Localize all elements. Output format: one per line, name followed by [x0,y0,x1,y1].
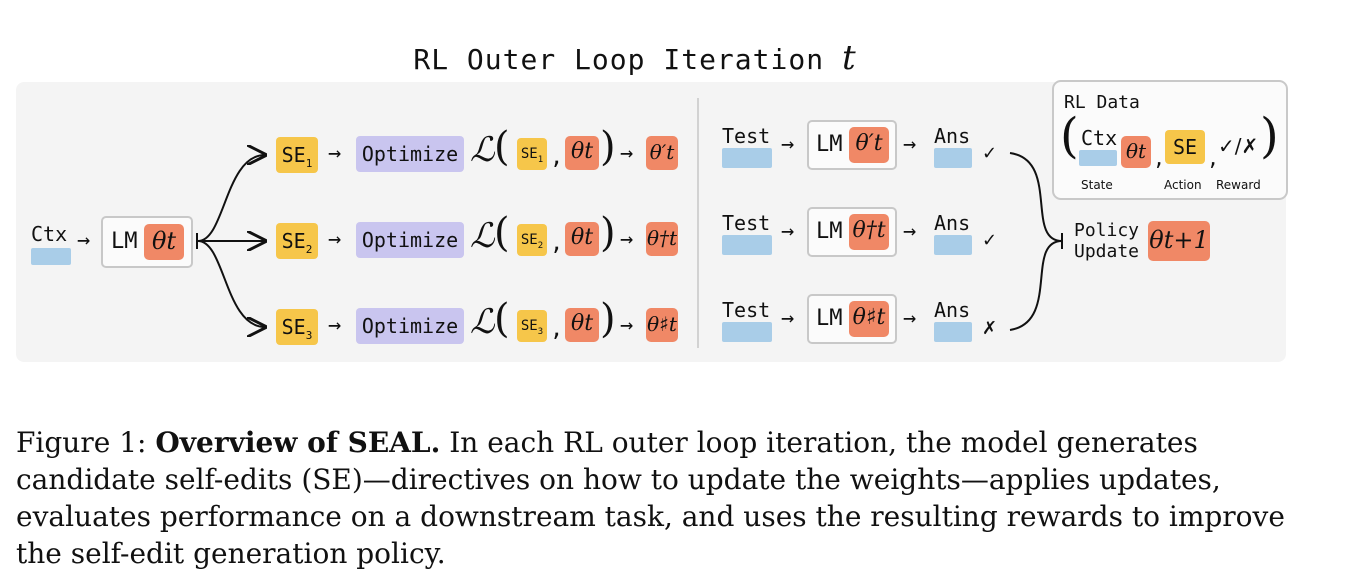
arrow: → [620,141,634,166]
rl-ctx-block [1079,150,1117,166]
loss-symbol: ℒ [470,130,495,170]
lm-box: LM θt [101,216,193,268]
paren-close: ) [1260,108,1279,164]
test-1-block [722,148,772,168]
lm-label: LM [111,229,138,254]
theta-sharp-block: θ♯t [849,301,889,337]
section-divider [697,98,699,348]
se-1-block: SE1 [276,137,318,173]
ans-1-block [934,148,972,168]
loss-symbol: ℒ [470,216,495,256]
arrow: → [903,219,917,244]
lm-3-box: LM θ♯t [807,294,897,344]
se-3-block: SE3 [276,309,318,345]
check-icon: ✓ [982,230,998,251]
arrow-ctx-lm: → [77,228,91,253]
lm-label: LM [816,219,843,244]
paren-close: ) [600,210,616,256]
optimize-1-block: Optimize [356,136,464,172]
se-2-block: SE2 [276,223,318,259]
rl-theta-block: θt [1121,136,1151,168]
theta-prime-block: θ′t [849,127,889,163]
comma: , [1153,146,1166,170]
test-3-label: Test [722,298,771,322]
se-2-small: SE2 [517,224,547,256]
paren-open: ( [494,210,510,256]
check-icon: ✓ [982,143,998,164]
paren-open: ( [494,124,510,170]
comma: , [550,231,564,256]
test-2-label: Test [722,211,771,235]
arrow: → [328,141,342,166]
rl-data-title: RL Data [1064,92,1140,113]
lm-label: LM [816,132,843,157]
ans-2-block [934,235,972,255]
title-variable: t [841,38,857,78]
loss-symbol: ℒ [470,302,495,342]
theta-t-2: θt [565,222,599,256]
caption-text: In each RL outer loop iteration, the mod… [16,426,1285,570]
rl-ctx-label: Ctx [1081,126,1118,150]
ans-1-label: Ans [934,124,971,148]
paren-open: ( [494,296,510,342]
ctx-label: Ctx [31,222,68,246]
paren-open: ( [1060,108,1079,164]
rl-data-box: RL Data ( Ctx θt , SE , ✓/✗ ) State Acti… [1052,80,1288,200]
arrow: → [903,306,917,331]
action-label: Action [1164,178,1202,192]
se-3-small: SE3 [517,310,547,342]
state-label: State [1081,178,1113,192]
comma: , [550,145,564,170]
test-1-label: Test [722,124,771,148]
reward-check-cross-icon: ✓/✗ [1218,134,1259,158]
lm-1-box: LM θ′t [807,120,897,170]
optimize-3-block: Optimize [356,308,464,344]
paren-close: ) [600,296,616,342]
paren-close: ) [600,124,616,170]
lm-2-box: LM θ†t [807,207,897,257]
ans-3-block [934,322,972,342]
ans-2-label: Ans [934,211,971,235]
comma: , [1207,146,1220,170]
arrow: → [781,306,795,331]
arrow: → [328,227,342,252]
test-2-block [722,235,772,255]
arrow: → [781,219,795,244]
se-1-small: SE1 [517,138,547,170]
policy-label: Policy [1074,220,1140,241]
theta-dagger-block: θ†t [849,214,889,250]
cross-icon: ✗ [982,318,998,339]
theta-out-1: θ′t [646,136,678,170]
theta-t-block: θt [144,224,184,260]
theta-out-3: θ♯t [646,308,678,342]
figure-caption: Figure 1: Overview of SEAL. In each RL o… [16,424,1336,572]
reward-label: Reward [1216,178,1261,192]
optimize-2-block: Optimize [356,222,464,258]
theta-t-1: θt [565,136,599,170]
ans-3-label: Ans [934,298,971,322]
test-3-block [722,322,772,342]
rl-se-block: SE [1165,130,1205,164]
arrow: → [781,132,795,157]
arrow: → [620,313,634,338]
arrow: → [328,313,342,338]
arrow: → [620,227,634,252]
update-label: Update [1074,241,1140,262]
theta-out-2: θ†t [646,222,678,256]
theta-t-plus-1-block: θt+1 [1148,221,1210,261]
theta-t-3: θt [565,308,599,342]
comma: , [550,317,564,342]
diagram-title: RL Outer Loop Iteration t [0,38,1270,78]
title-text: RL Outer Loop Iteration [413,43,825,76]
ctx-block [31,248,71,265]
policy-update-label: Policy Update [1074,220,1139,262]
arrow: → [903,132,917,157]
caption-bold: Overview of SEAL. [155,426,441,459]
lm-label: LM [816,306,843,331]
caption-prefix: Figure 1: [16,426,156,459]
